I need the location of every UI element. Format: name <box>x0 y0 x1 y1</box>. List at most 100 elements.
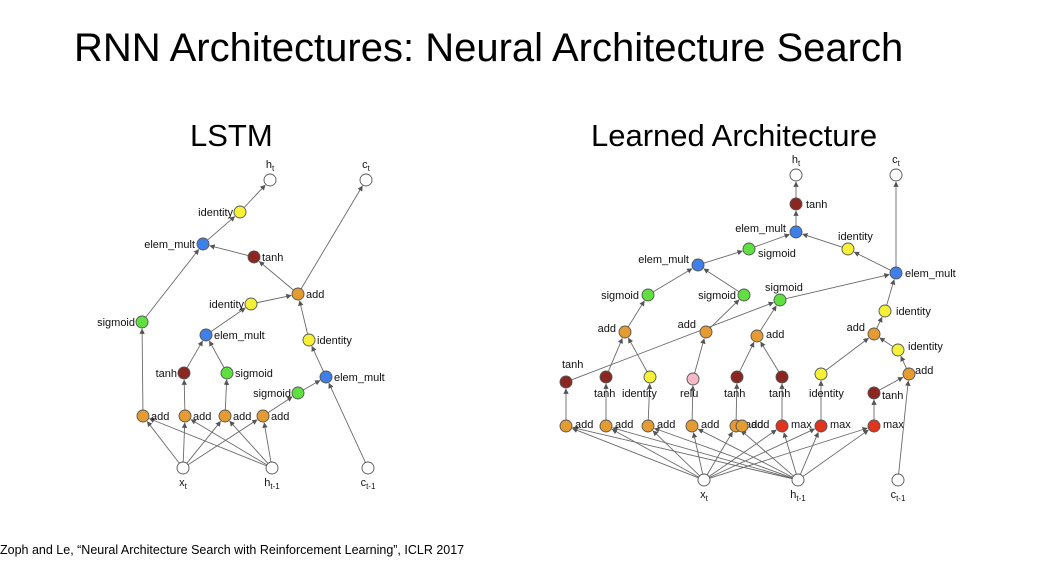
learned-node-r_tanh3: tanh <box>724 370 745 400</box>
learned-node-circle <box>889 168 903 182</box>
edge-r_tanh3-r_add5 <box>739 341 755 372</box>
learned-node-r_b4: add <box>685 419 719 433</box>
lstm-heading: LSTM <box>190 118 273 153</box>
lstm-node-l_ht1: ht-1 <box>264 461 280 491</box>
learned-node-label: identity <box>622 388 657 400</box>
learned-node-r_m1: max <box>775 419 812 433</box>
learned-node-r_tanh1: tanh <box>559 359 583 389</box>
learned-node-label: add <box>751 419 769 431</box>
learned-node-label: sigmoid <box>601 290 639 302</box>
learned-node-label: add <box>598 323 616 335</box>
learned-node-r_idtop: identity <box>838 231 873 256</box>
lstm-node-l_a4: add <box>256 409 289 423</box>
learned-node-r_relu: relu <box>680 372 700 400</box>
lstm-node-label: ct-1 <box>361 477 376 491</box>
learned-node-label: identity <box>838 231 873 243</box>
learned-node-label: add <box>575 419 593 431</box>
lstm-node-l_sig1: sigmoid <box>97 315 149 329</box>
edge-l_ht1-l_a2 <box>190 419 268 466</box>
edge-r_id2-r_em3 <box>886 279 896 306</box>
lstm-node-l_a1: add <box>136 409 169 423</box>
edge-r_ht1-r_b3 <box>654 427 793 479</box>
learned-node-circle <box>599 370 613 384</box>
lstm-node-circle <box>247 250 261 264</box>
lstm-node-circle <box>220 366 234 380</box>
lstm-node-circle <box>218 409 232 423</box>
lstm-node-label: tanh <box>156 368 177 380</box>
learned-node-circle <box>559 419 573 433</box>
learned-node-subscript: t <box>706 494 709 503</box>
learned-node-circle <box>867 386 881 400</box>
lstm-node-circle <box>256 409 270 423</box>
lstm-node-label: add <box>151 411 169 423</box>
learned-node-circle <box>618 325 632 339</box>
learned-node-circle <box>814 419 828 433</box>
lstm-node-circle <box>291 287 305 301</box>
learned-node-r_em3: elem_mult <box>889 266 956 280</box>
edge-r_ht1-r_b1 <box>572 426 793 480</box>
edge-l_a4-l_sig3 <box>267 396 293 414</box>
learned-node-label: ht <box>792 154 801 168</box>
learned-node-label: elem_mult <box>905 268 956 280</box>
edge-l_xt-l_a3 <box>186 421 221 464</box>
edge-l_a2-l_tanh2 <box>181 379 187 411</box>
lstm-node-circle <box>177 366 191 380</box>
lstm-node-circle <box>136 409 150 423</box>
edge-r_ht1-r_m3 <box>802 429 869 477</box>
learned-node-circle <box>699 325 713 339</box>
learned-node-circle <box>789 168 803 182</box>
learned-node-r_tanh2: tanh <box>594 370 615 400</box>
edge-r_sig4-r_em3 <box>785 273 890 300</box>
edge-l_em3-l_id3 <box>311 345 324 372</box>
learned-node-r_emtop: elem_mult <box>735 223 803 239</box>
lstm-node-circle <box>244 297 258 311</box>
learned-node-label: identity <box>809 388 844 400</box>
learned-node-circle <box>641 288 655 302</box>
learned-node-circle <box>750 329 764 343</box>
lstm-node-l_add1: add <box>291 287 324 301</box>
lstm-node-circle <box>319 370 333 384</box>
edge-l_tanh2-l_em2 <box>186 340 203 369</box>
learned-node-r_tanh5: tanh <box>867 386 903 402</box>
lstm-node-l_tanh2: tanh <box>156 366 191 380</box>
lstm-node-label: ct <box>362 159 371 173</box>
learned-node-label: add <box>847 322 865 334</box>
learned-node-subscript: t-1 <box>796 494 806 503</box>
learned-node-r_sig3: sigmoid <box>698 288 751 302</box>
edge-r_tanh2-r_add3 <box>607 337 623 372</box>
edge-l_xt-l_a1 <box>146 421 180 464</box>
learned-node-label: add <box>745 419 763 431</box>
learned-node-r_b3: add <box>641 419 675 433</box>
learned-node-r_ht1: ht-1 <box>790 473 806 503</box>
learned-node-circle <box>889 266 903 280</box>
lstm-node-l_sig3: sigmoid <box>253 386 305 400</box>
learned-node-label: elem_mult <box>638 254 689 266</box>
learned-node-r_em2: elem_mult <box>638 254 705 272</box>
learned-node-label: tanh <box>562 359 583 371</box>
learned-node-circle <box>599 419 613 433</box>
learned-node-r_id4: identity <box>622 370 657 400</box>
edge-r_ht1-r_b4 <box>697 428 793 478</box>
learned-node-label: tanh <box>724 388 745 400</box>
learned-node-r_sigtop: sigmoid <box>742 242 796 260</box>
learned-node-circle <box>891 343 905 357</box>
learned-node-r_b1: add <box>559 419 593 433</box>
learned-node-r_tanhtop: tanh <box>789 197 827 211</box>
learned-node-label: identity <box>908 341 943 353</box>
edge-r_add7-r_id3 <box>900 355 907 369</box>
lstm-node-circle <box>359 173 373 187</box>
learned-node-circle <box>867 327 881 341</box>
edge-r_add4-r_sig3 <box>709 299 740 329</box>
learned-node-r_m2: max <box>814 419 851 433</box>
edge-r_id3-r_add6 <box>879 337 894 348</box>
edge-r_ht1-r_b2 <box>612 426 793 479</box>
edge-l_id3-l_add1 <box>298 300 309 335</box>
edge-r_add5-r_sig4 <box>759 305 777 332</box>
edge-r_tanh4-r_add5 <box>760 341 780 373</box>
edge-l_ht1-l_a4 <box>262 422 272 463</box>
learned-node-label: sigmoid <box>758 248 796 260</box>
edge-l_em1-l_id1 <box>207 216 236 241</box>
edge-l_ht1-l_a3 <box>229 420 269 464</box>
learned-node-circle <box>878 304 892 318</box>
edge-r_id5-r_add6 <box>825 337 869 371</box>
